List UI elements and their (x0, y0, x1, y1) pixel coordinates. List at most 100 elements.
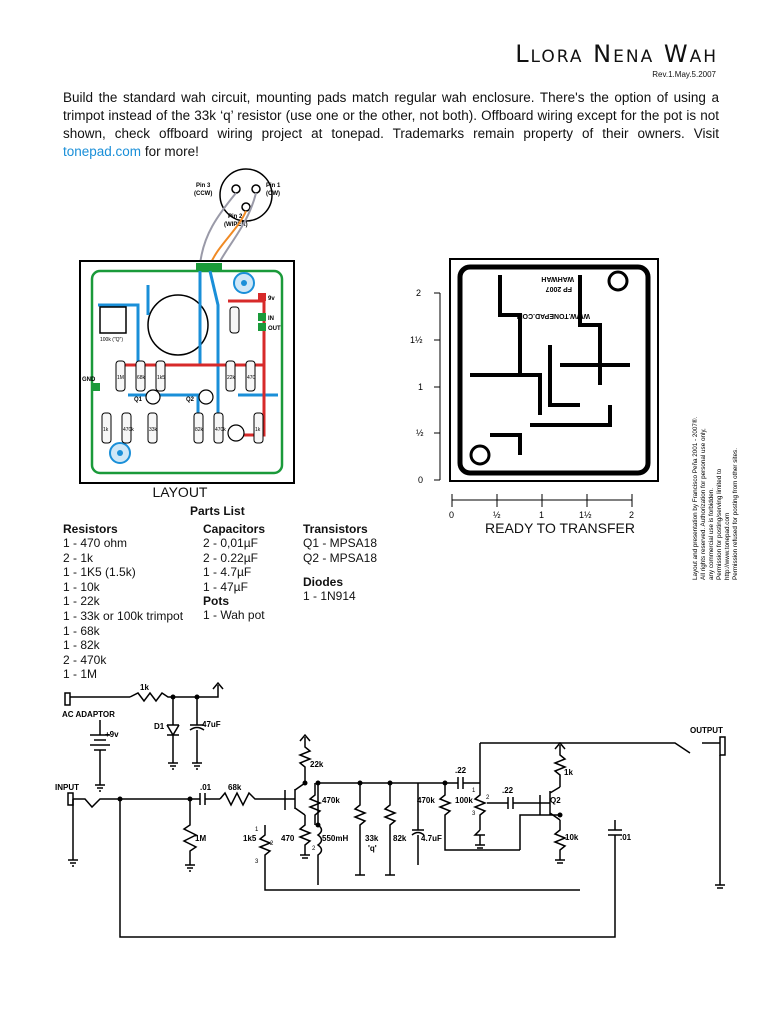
resistors-list: Resistors 1 - 470 ohm 2 - 1k 1 - 1K5 (1.… (63, 522, 203, 682)
scale-y-half: ½ (416, 428, 424, 438)
resistor-1m (182, 799, 198, 872)
r1m-label: 1M (195, 834, 206, 843)
page-title: Llora Nena Wah (515, 40, 718, 68)
resistor-470k-b (437, 783, 520, 851)
c01-label: .01 (200, 783, 212, 792)
res-label-6: 22k (227, 375, 236, 381)
scale-y-2: 2 (416, 288, 421, 298)
transfer-trace-2 (578, 275, 602, 385)
res-label-12: 470k (215, 427, 226, 433)
pad-gnd (92, 383, 100, 391)
d1-label: D1 (154, 722, 165, 731)
cap-01-input (120, 793, 220, 805)
capacitors-heading: Capacitors (203, 522, 266, 536)
transfer-diagram: 2 1½ 1 ½ 0 FP 2007 WAHWAH WWW.TONEPAD.CO… (410, 258, 659, 520)
output-jack (719, 736, 726, 756)
trace-9v (118, 299, 266, 367)
r1k-label: 1k (564, 768, 573, 777)
capacitor-item: 2 - 0,01µF (203, 536, 258, 550)
resistor-1k (552, 741, 568, 787)
scale-x-0: 0 (449, 510, 454, 520)
pot-pin2-sub: (WIPER) (224, 222, 248, 228)
res-label-10: 33k (149, 427, 158, 433)
pot-pads (196, 263, 222, 271)
ground-cap (192, 753, 202, 770)
plus9v-label: +9v (105, 730, 119, 739)
c22a-label: .22 (455, 766, 467, 775)
transistor-item: Q2 - MPSA18 (303, 550, 378, 565)
pad-9v-label: 9v (268, 296, 275, 302)
parts-list-title: Parts List (190, 504, 245, 518)
res-label-11: 82k (195, 427, 204, 433)
layout-caption: LAYOUT (152, 484, 208, 500)
layout-resistor-11 (253, 412, 264, 444)
input-jack (67, 792, 74, 806)
resistor-470k-feedback (307, 783, 323, 825)
pot-pin2-label: Pin 2 (228, 214, 243, 220)
resistors-heading: Resistors (63, 522, 118, 536)
transistors-heading: Transistors (303, 522, 368, 536)
cap-01-output (119, 799, 622, 938)
credit-block: Layout and presentation by Francisco Peñ… (688, 370, 748, 580)
pot-pin2: 2 (486, 795, 490, 801)
r82k-label: 82k (393, 834, 407, 843)
scale-x-1-5: 1½ (579, 510, 592, 520)
credit-line-3: any commercial use is forbidden. (708, 488, 715, 580)
r1k-top-label: 1k (140, 683, 149, 692)
vcc-q1 (299, 733, 311, 742)
pot100k-label: 100k (455, 796, 473, 805)
trace-9v-b (238, 345, 266, 437)
inductor-footprint (147, 294, 209, 356)
l550mh-label: 550mH (322, 834, 348, 843)
cap-22-a (440, 777, 480, 789)
tonepad-link[interactable]: tonepad.com (63, 144, 142, 159)
pot-pin3-lug (231, 184, 241, 194)
cap-47uf (189, 697, 205, 753)
transfer-caption: READY TO TRANSFER (485, 520, 635, 536)
transistor-q1 (284, 782, 306, 816)
r22k-label: 22k (310, 760, 324, 769)
pot-pin1-lug (251, 184, 261, 194)
scale-x-1: 1 (539, 510, 544, 520)
revision-label: Rev.1.May.5.2007 (652, 70, 716, 79)
ground-d1 (168, 753, 178, 770)
transistors-list: Transistors Q1 - MPSA18 Q2 - MPSA18 Diod… (303, 522, 423, 604)
pad-9v (258, 293, 266, 301)
pcb-text-fp: FP 2007 (546, 285, 572, 292)
pot-pin2-lug (241, 202, 251, 212)
credit-line-6: Permission refused for posting from othe… (732, 448, 739, 580)
layout-q2-label: Q2 (186, 397, 195, 403)
res-label-3: 1k5 (157, 375, 165, 381)
c22b-label: .22 (502, 786, 514, 795)
scale-x-half: ½ (493, 510, 501, 520)
resistor-item: 1 - 10k (63, 579, 100, 594)
q2-label: Q2 (550, 796, 561, 805)
inductor-550mh (316, 783, 323, 875)
layout-47uf-cap (227, 424, 245, 442)
transfer-trace-7 (548, 345, 580, 407)
trim-pin1: 1 (255, 827, 259, 833)
layout-resistor-7 (121, 412, 132, 444)
transistor-item: Q1 - MPSA18 (303, 536, 378, 550)
layout-resistor-4 (225, 360, 236, 392)
c01b-label: .01 (620, 833, 632, 842)
transfer-mount-hole-bottom (469, 444, 491, 466)
res-label-2: 68k (137, 375, 146, 381)
wire-pin3 (199, 192, 237, 266)
transfer-mount-hole-top (607, 270, 629, 292)
pad-in-label: IN (268, 316, 274, 322)
resistor-82k (382, 783, 398, 865)
pot-pin3-label: Pin 3 (196, 183, 211, 189)
pots-heading: Pots (203, 594, 230, 609)
res-label-1: 1M (117, 375, 124, 381)
credit-line-4: Permission for posting/serving limited t… (716, 468, 723, 580)
capacitor-item: 2 - 0.22µF (203, 550, 258, 565)
res-label-8: 1k (103, 427, 109, 433)
output-wire (480, 742, 720, 754)
layout-q1 (145, 389, 161, 405)
bottom-bus (264, 865, 580, 891)
trim-pin2: 2 (270, 841, 274, 847)
capacitor-item: 1 - 4.7µF (203, 565, 252, 580)
res-label-9: 470k (123, 427, 134, 433)
resistor-33k (352, 783, 368, 865)
